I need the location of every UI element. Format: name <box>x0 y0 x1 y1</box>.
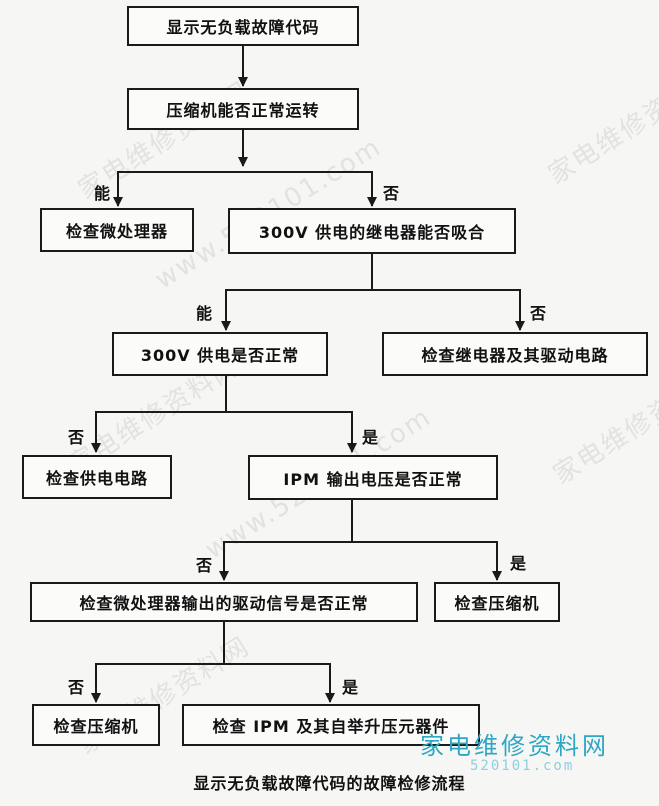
branch-label-yes: 能 <box>94 184 111 203</box>
node-no-load-code: 显示无负载故障代码 <box>127 6 359 46</box>
node-compressor-running: 压缩机能否正常运转 <box>127 88 359 130</box>
branch-label-yes: 能 <box>196 304 213 323</box>
branch-label-yes: 是 <box>362 428 379 447</box>
node-check-drive-signal: 检查微处理器输出的驱动信号是否正常 <box>30 582 418 622</box>
node-check-mcu: 检查微处理器 <box>40 208 194 252</box>
branch-label-no: 否 <box>530 304 547 323</box>
node-relay-pull-in: 300V 供电的继电器能否吸合 <box>228 208 516 254</box>
site-logo-url: 520101.com <box>470 758 575 774</box>
branch-label-yes: 是 <box>342 678 359 697</box>
node-check-ipm-bootstrap: 检查 IPM 及其自举升压元器件 <box>182 704 480 746</box>
branch-label-no: 否 <box>68 678 85 697</box>
connector-line <box>95 663 331 690</box>
site-logo: 家电维修资料网 <box>420 732 609 760</box>
connector-line <box>223 541 498 570</box>
branch-label-yes: 是 <box>510 554 527 573</box>
node-ipm-output-normal: IPM 输出电压是否正常 <box>248 455 498 500</box>
node-check-compressor: 检查压缩机 <box>32 704 160 746</box>
node-check-supply-circuit: 检查供电电路 <box>22 455 172 499</box>
branch-label-no: 否 <box>383 184 400 203</box>
figure-caption: 显示无负载故障代码的故障检修流程 <box>193 774 466 793</box>
connector-line <box>95 411 353 440</box>
connector-line <box>225 289 521 318</box>
node-check-compressor: 检查压缩机 <box>434 582 560 622</box>
branch-label-no: 否 <box>68 428 85 447</box>
connector-line <box>117 171 373 200</box>
branch-label-no: 否 <box>196 556 213 575</box>
node-check-relay-driver: 检查继电器及其驱动电路 <box>382 332 648 376</box>
node-300v-supply-normal: 300V 供电是否正常 <box>112 332 328 376</box>
